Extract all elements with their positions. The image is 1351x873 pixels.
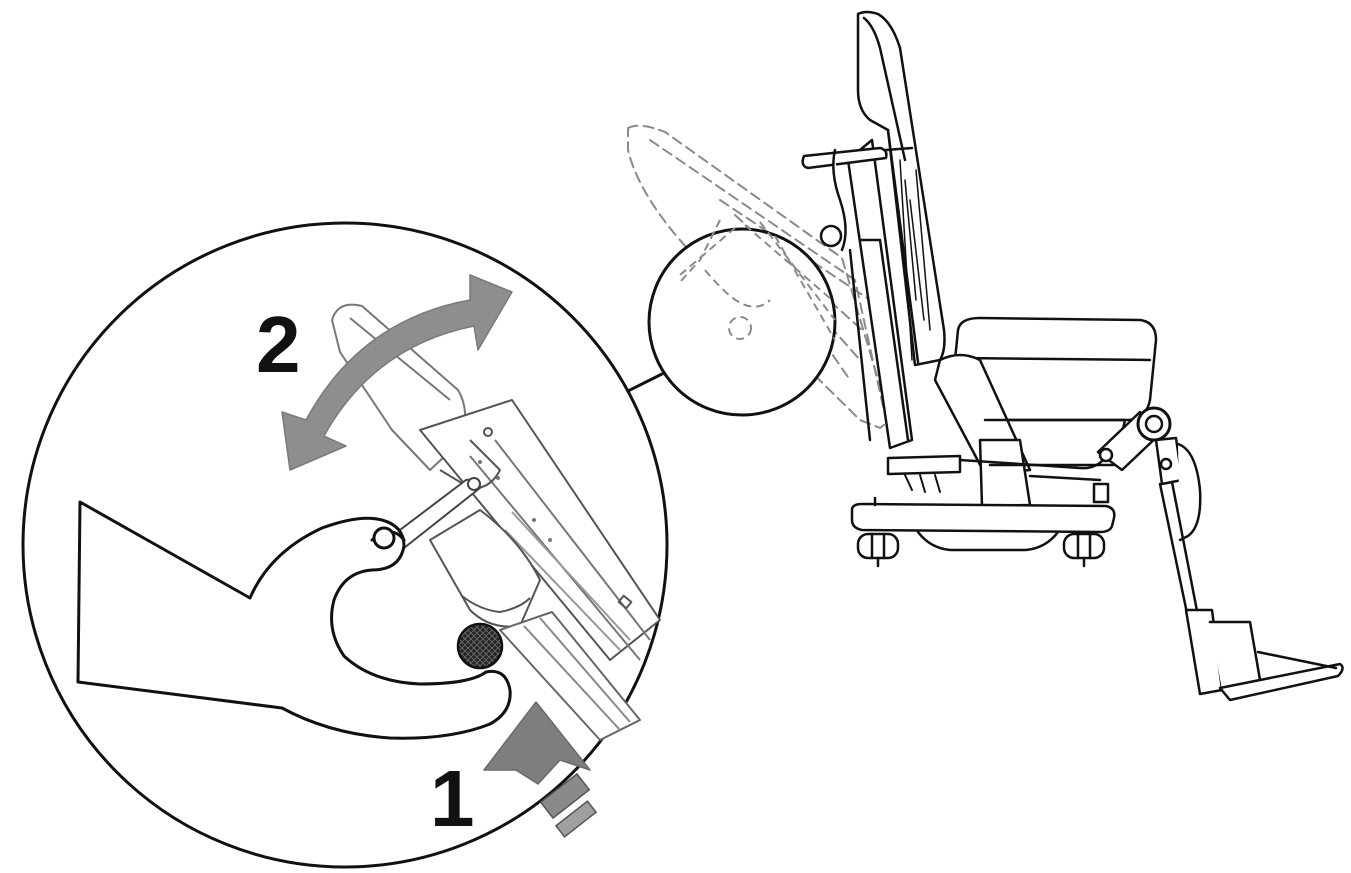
small-detail-circle [647, 227, 837, 417]
callout-connector-line [625, 368, 671, 394]
push-arrow [483, 701, 598, 838]
leg-rest [1096, 406, 1344, 702]
chair-wheels [856, 532, 1106, 568]
push-arrow-shape [483, 701, 591, 785]
small-detail-callout [625, 219, 837, 417]
hand-illustration [76, 500, 512, 740]
push-button-top [539, 772, 591, 820]
upright-backrest [856, 10, 946, 367]
push-button-base [554, 800, 598, 838]
step-2-label: 2 [256, 300, 301, 389]
step-1-label: 1 [430, 754, 475, 843]
tilt-arrow-shape [281, 274, 513, 471]
chair-base [850, 496, 1116, 552]
chair-column [846, 138, 914, 450]
chair-illustration [627, 10, 1344, 702]
release-knob [456, 622, 504, 670]
large-detail-callout: 2 1 [21, 221, 669, 869]
tilt-double-arrow [281, 274, 513, 471]
small-detail-ghost-lines [679, 219, 836, 341]
backrest-mechanism-detail [331, 303, 661, 741]
armrest-handle [801, 146, 888, 252]
